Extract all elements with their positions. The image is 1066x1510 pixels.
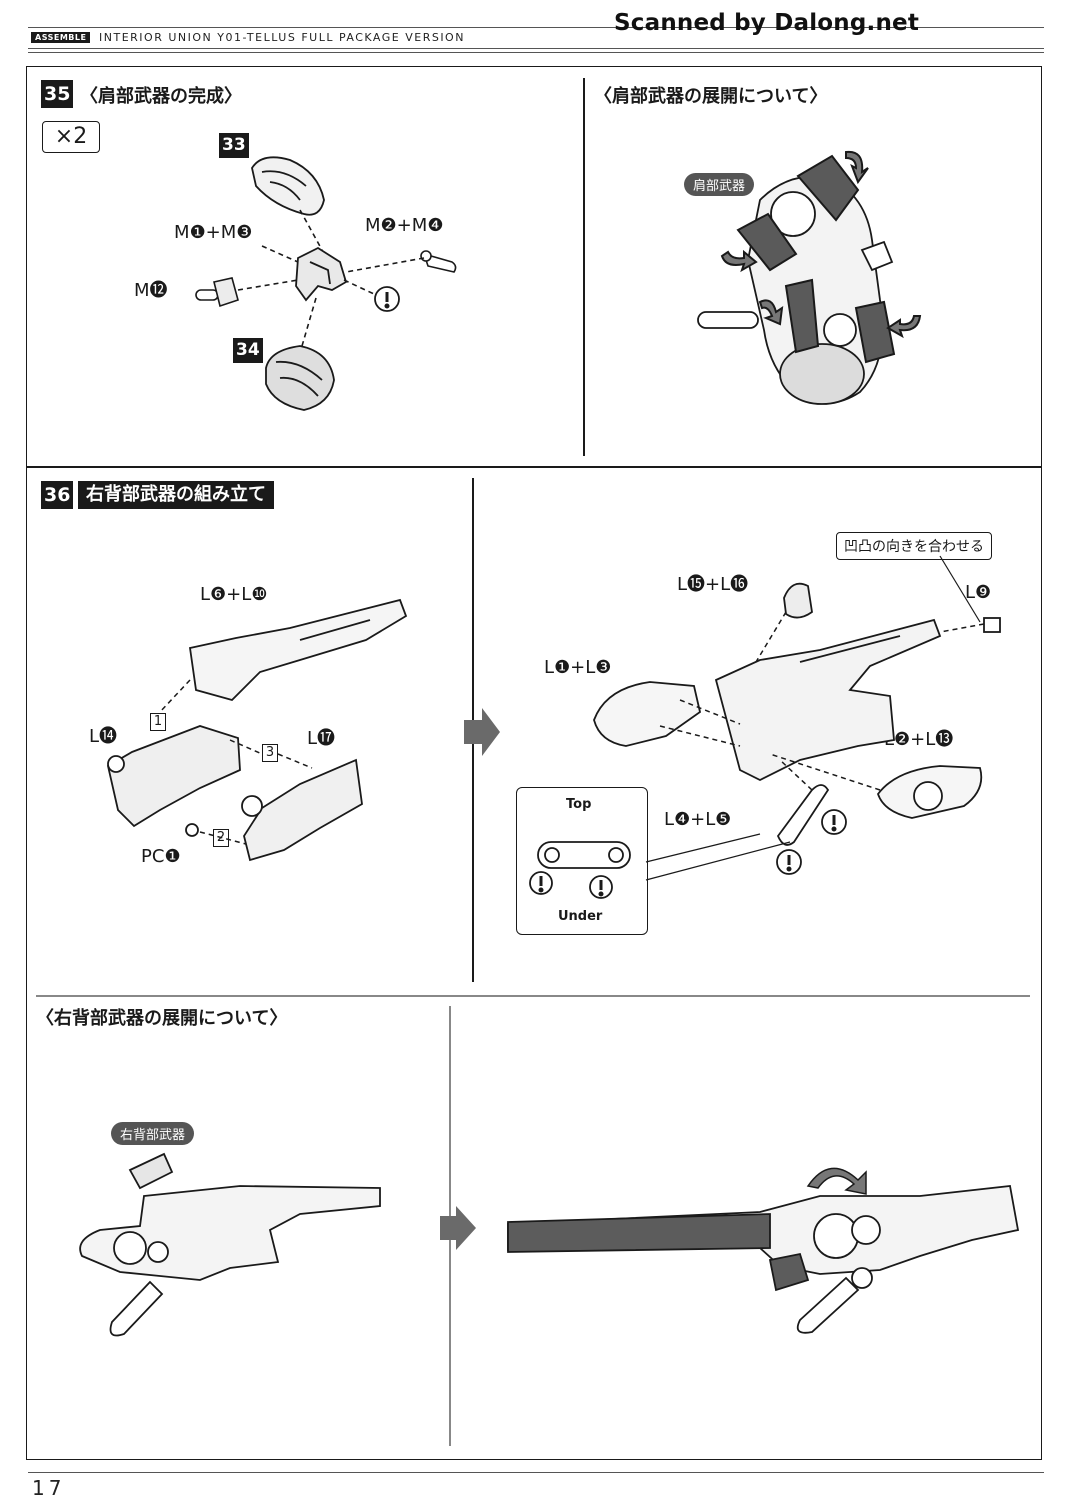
hinged-flap [736,154,896,364]
deploy-back-badge: 右背部武器 [111,1122,195,1145]
deploy-shoulder-badge: 肩部武器 [684,173,755,196]
footer-rule [28,1472,1044,1473]
step-36-title: 右背部武器の組み立て [78,481,274,509]
scanned-watermark: Scanned by Dalong.net [614,10,920,36]
part-label-l2-l13: L❷+L⓭ [884,729,954,750]
order-number-1: 1 [150,713,166,731]
joint-drawing [295,246,348,302]
part-label-l4-l5: L❹+L❺ [664,809,732,830]
step-36-number: 36 [41,481,74,509]
step-35-multiplier: ×2 [42,121,100,153]
caution-icon [529,809,847,899]
page-number: 17 [32,1476,66,1500]
alignment-callout: 凹凸の向きを合わせる [836,532,992,560]
deploy-back-title: 〈右背部武器の展開について〉 [36,1008,288,1029]
part-label-l1-l3: L❶+L❸ [544,657,612,678]
part-label-m12: M⓬ [134,280,168,301]
header-title: INTERIOR UNION Y01-TELLUS FULL PACKAGE V… [99,31,465,44]
ref-step-33: 33 [219,133,249,158]
header-rule-bottom [28,48,1044,49]
part-label-m1-m3: M❶+M❸ [174,222,253,243]
ref-step-34: 34 [233,338,263,363]
part-label-l17: L⓱ [307,728,336,749]
part-33-drawing [251,156,325,216]
header-rule-top [28,27,1044,28]
step-35-title: 〈肩部武器の完成〉 [80,86,242,107]
part-label-l14: L⓮ [89,726,118,747]
part-label-pc1: PC❶ [141,846,181,867]
part-label-m2-m4: M❷+M❹ [365,215,444,236]
rotate-arrow-icon [806,1167,867,1195]
under-label: Under [558,909,603,924]
part-34-drawing [265,345,335,411]
assemble-tag: ASSEMBLE [31,32,91,43]
part-label-l15-l16: L⓯+L⓰ [677,574,749,595]
peg-drawing [420,250,457,273]
divider-row2 [36,995,1030,997]
divider-row1-col [583,78,585,456]
page-frame [26,66,1042,1460]
header-rule-bottom2 [28,52,1044,53]
part-label-l9: L❾ [965,582,992,603]
caution-icon [374,286,400,312]
top-label: Top [566,797,592,812]
order-number-3: 3 [262,744,278,762]
step-35-number: 35 [41,80,74,108]
rotate-arrow-icon [720,150,922,339]
deploy-shoulder-title: 〈肩部武器の展開について〉 [594,86,828,107]
rod-drawing [195,277,239,308]
part-label-l6-l10: L❻+L❿ [200,584,268,605]
divider-row1 [26,466,1042,468]
step-35-guides [237,209,425,347]
